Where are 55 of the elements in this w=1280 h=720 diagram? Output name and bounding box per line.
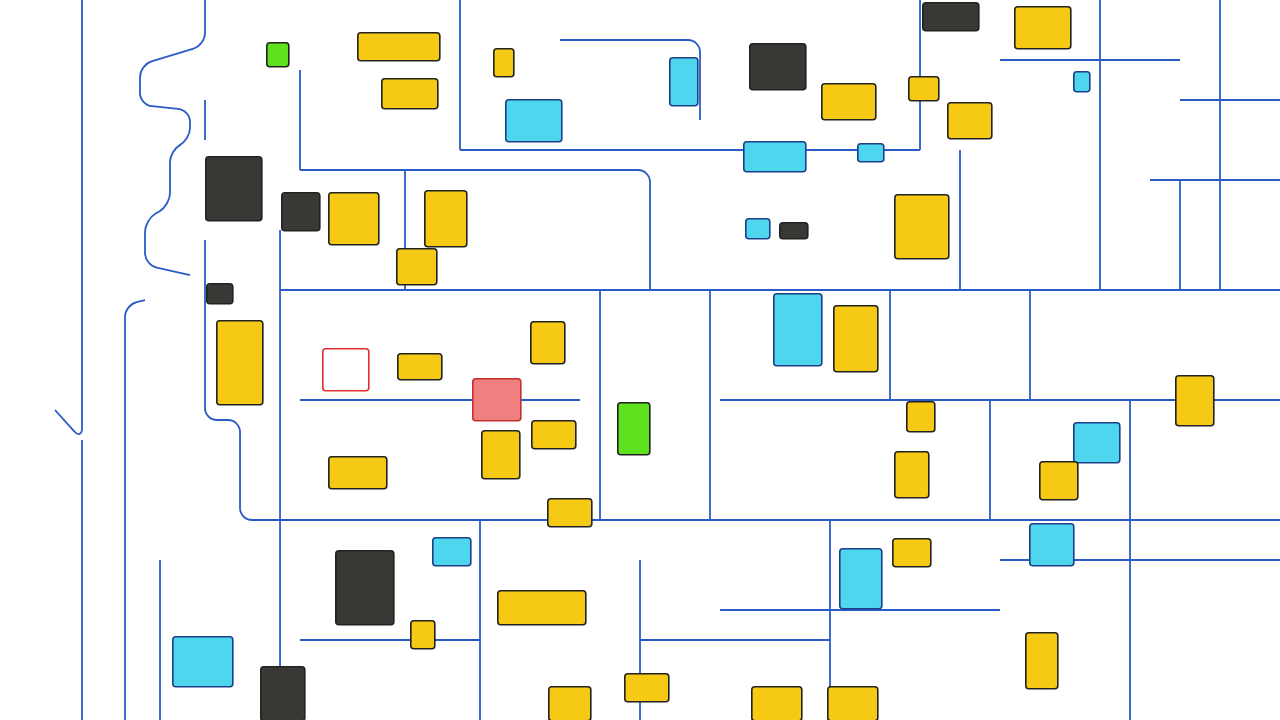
component-box xyxy=(669,57,699,107)
component-box xyxy=(1073,422,1121,464)
component-box xyxy=(281,192,321,232)
component-box xyxy=(548,686,592,720)
component-box xyxy=(947,102,993,140)
component-box xyxy=(216,320,264,406)
component-box xyxy=(827,686,879,720)
component-box xyxy=(1073,71,1091,93)
component-box xyxy=(505,99,563,143)
component-box xyxy=(328,192,380,246)
component-box xyxy=(1039,461,1079,501)
component-box xyxy=(857,143,885,163)
component-box xyxy=(397,353,443,381)
component-box xyxy=(497,590,587,626)
component-box xyxy=(530,321,566,365)
component-box xyxy=(432,537,472,567)
component-box xyxy=(481,430,521,480)
component-box xyxy=(357,32,441,62)
component-box xyxy=(922,2,980,32)
component-box xyxy=(779,222,809,240)
component-box xyxy=(172,636,234,688)
component-box xyxy=(1175,375,1215,427)
component-box xyxy=(206,283,234,305)
component-box xyxy=(381,78,439,110)
component-box xyxy=(833,305,879,373)
component-box xyxy=(1014,6,1072,50)
component-box xyxy=(1025,632,1059,690)
component-box xyxy=(328,456,388,490)
component-box xyxy=(205,156,263,222)
component-box xyxy=(472,378,522,422)
component-box xyxy=(906,401,936,433)
component-box xyxy=(531,420,577,450)
component-box xyxy=(745,218,771,240)
component-box xyxy=(749,43,807,91)
component-box xyxy=(617,402,651,456)
component-box xyxy=(260,666,306,720)
component-box xyxy=(743,141,807,173)
component-box xyxy=(493,48,515,78)
component-box xyxy=(894,194,950,260)
component-box xyxy=(894,451,930,499)
component-box xyxy=(410,620,436,650)
component-box xyxy=(322,348,370,392)
component-box xyxy=(335,550,395,626)
component-box xyxy=(773,293,823,367)
component-box xyxy=(839,548,883,610)
component-box xyxy=(424,190,468,248)
component-box xyxy=(547,498,593,528)
component-box xyxy=(396,248,438,286)
component-box xyxy=(1029,523,1075,567)
component-box xyxy=(266,42,290,68)
component-box xyxy=(624,673,670,703)
component-box xyxy=(908,76,940,102)
component-box xyxy=(751,686,803,720)
component-box xyxy=(892,538,932,568)
component-box xyxy=(821,83,877,121)
